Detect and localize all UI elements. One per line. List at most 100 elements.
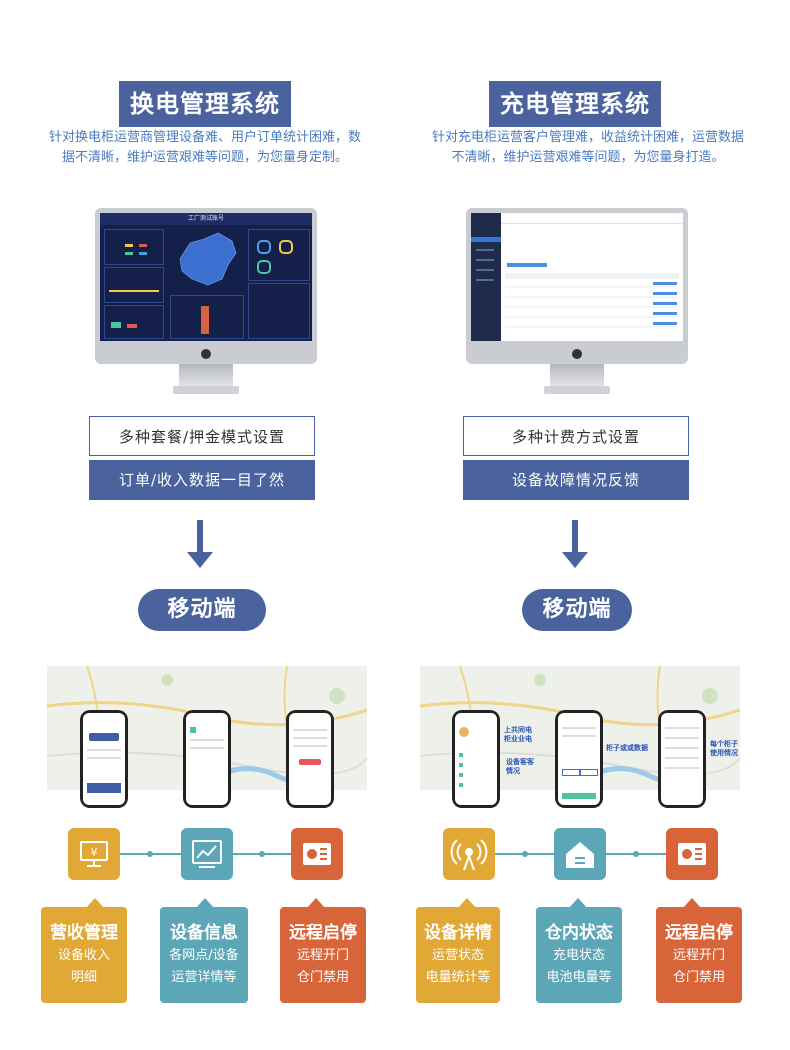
card-title: 远程启停 [289,923,357,943]
phone-screen [661,713,703,805]
phone-mockup [555,710,603,808]
right-feature-2: 设备故障情况反馈 [463,460,689,500]
card-line: 仓门禁用 [296,970,349,985]
monitor-frame: 工厂测试账号 [95,208,317,364]
left-feature-2: 订单/收入数据一目了然 [89,460,315,500]
card-title: 营收管理 [50,923,118,943]
left-card-revenue: 营收管理 设备收入 明细 [41,907,127,1003]
dashboard-panel [248,229,310,281]
monitor-foot [544,386,610,394]
monitor-stand [550,364,604,386]
callout-line: 柜业业电 [504,735,532,743]
left-mobile-pill: 移动端 [138,589,266,631]
monitor-stand [179,364,233,386]
card-line: 电量统计等 [425,970,491,985]
right-card-slot-status: 仓内状态 充电状态 电池电量等 [536,907,622,1003]
phone-mockup [80,710,128,808]
callout-line: 上共同电 [504,726,532,734]
card-pointer [683,898,701,908]
left-card-device-info: 设备信息 各网点/设备 运营详情等 [160,907,248,1003]
dashboard-screen: 工厂测试账号 [100,213,312,341]
screen-header: 工厂测试账号 [100,213,312,225]
admin-table [505,273,679,328]
phone-screen [558,713,600,805]
dashboard-panel [170,295,244,339]
card-line: 远程开门 [296,948,349,963]
dashboard-panel [104,305,164,339]
down-arrow-icon [197,520,203,552]
right-mobile-pill: 移动端 [522,589,632,631]
card-line: 充电状态 [552,948,605,963]
id-card-icon [291,828,343,880]
admin-screen [471,213,683,341]
id-card-icon [666,828,718,880]
right-monitor [466,208,688,396]
left-desc-line2: 据不清晰，维护运营艰难等问题，为您量身定制。 [61,150,348,165]
callout-line: 情况 [506,767,520,775]
card-pointer [569,898,587,908]
phone-mockup [452,710,500,808]
right-description: 针对充电柜运营客户管理难，收益统计困难，运营数据 不清晰，维护运营艰难等问题，为… [412,128,764,168]
right-card-remote: 远程启停 远程开门 仓门禁用 [656,907,742,1003]
admin-sidebar [471,213,501,341]
dashboard-panel [104,229,164,265]
card-line: 仓门禁用 [672,970,725,985]
phone-screen [83,713,125,805]
phone-mockup [286,710,334,808]
left-desc-line1: 针对换电柜运营商管理设备难、用户订单统计困难，数 [48,130,361,145]
map-callout: 每个柜子 使用情况 [710,740,744,758]
dashboard-panel [248,283,310,339]
admin-topbar [501,213,683,224]
card-line: 明细 [70,970,97,985]
card-line: 各网点/设备 [169,948,239,963]
right-desc-line2: 不清晰，维护运营艰难等问题，为您量身打造。 [451,150,725,165]
down-arrow-head-icon [187,552,213,568]
monitor-yen-icon: ¥ [68,828,120,880]
callout-line: 使用情况 [710,749,738,757]
right-card-device-detail: 设备详情 运营状态 电量统计等 [416,907,500,1003]
apple-logo-icon [572,349,582,359]
connector-dot [633,851,639,857]
map-callout: 柜子或或数据 [606,744,648,752]
card-pointer [458,898,476,908]
card-line: 运营状态 [431,948,484,963]
monitor-frame [466,208,688,364]
connector-dot [147,851,153,857]
left-monitor: 工厂测试账号 [95,208,317,396]
connector-dot [522,851,528,857]
chart-line-icon [181,828,233,880]
dashboard-panel [104,267,164,303]
card-line: 设备收入 [57,948,110,963]
right-desc-line1: 针对充电柜运营客户管理难，收益统计困难，运营数据 [431,130,744,145]
phone-mockup [183,710,231,808]
left-title: 换电管理系统 [119,81,291,127]
card-line: 电池电量等 [546,970,612,985]
house-icon [554,828,606,880]
down-arrow-head-icon [562,552,588,568]
map-callout: 上共同电 柜业业电 [504,726,538,744]
down-arrow-icon [572,520,578,552]
callout-line: 设备客客 [506,758,534,766]
left-description: 针对换电柜运营商管理设备难、用户订单统计困难，数 据不清晰，维护运营艰难等问题，… [30,128,380,168]
phone-screen [289,713,331,805]
card-line: 运营详情等 [171,970,237,985]
connector-dot [259,851,265,857]
phone-screen [455,713,497,805]
monitor-foot [173,386,239,394]
admin-button-row [507,263,547,267]
phone-mockup [658,710,706,808]
svg-text:¥: ¥ [91,846,98,859]
card-line: 远程开门 [672,948,725,963]
card-title: 远程启停 [665,923,733,943]
left-card-remote: 远程启停 远程开门 仓门禁用 [280,907,366,1003]
callout-line: 每个柜子 [710,740,738,748]
card-title: 仓内状态 [545,923,613,943]
china-map-graphic [179,232,237,286]
card-title: 设备详情 [424,923,492,943]
phone-screen [186,713,228,805]
signal-tower-icon [443,828,495,880]
card-pointer [196,898,214,908]
map-callout: 设备客客 情况 [506,758,540,776]
card-title: 设备信息 [170,923,238,943]
card-pointer [307,898,325,908]
